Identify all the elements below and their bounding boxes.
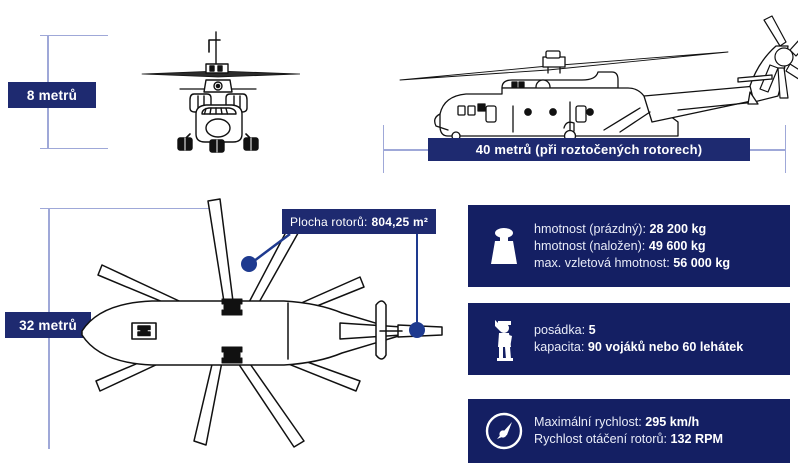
crew-row-crew: posádka: 5 (534, 322, 743, 339)
callout-dot-tail (409, 322, 425, 338)
height-dimension-tick-top (40, 35, 108, 36)
callout-stem-vertical (416, 232, 418, 324)
height-label-text: 8 metrů (26, 87, 78, 103)
weight-icon (478, 220, 530, 272)
weight-row-empty: hmotnost (prázdný): 28 200 kg (534, 221, 730, 238)
rotor-area-callout: Plocha rotorů: 804,25 m² (282, 209, 436, 234)
width-label-chip: 32 metrů (5, 312, 91, 338)
soldier-icon (478, 313, 530, 365)
panel-speed[interactable]: Maximální rychlost: 295 km/h Rychlost ot… (468, 399, 790, 463)
length-dimension-tick-left (383, 125, 384, 173)
weight-row-max-takeoff: max. vzletová hmotnost: 56 000 kg (534, 255, 730, 272)
weight-empty-label: hmotnost (prázdný): (534, 221, 650, 236)
callout-stem-diagonal (249, 233, 291, 265)
panel-weight-text: hmotnost (prázdný): 28 200 kg hmotnost (… (530, 221, 730, 272)
capacity-label: kapacita: (534, 340, 588, 354)
infographic-canvas: 8 metrů (5, 15, 798, 463)
side-view-helicopter (399, 15, 798, 140)
height-label-chip: 8 metrů (8, 82, 96, 108)
front-view-helicopter (141, 31, 300, 153)
rotor-speed-value: 132 RPM (670, 432, 724, 446)
weight-loaded-label: hmotnost (naložen): (534, 238, 649, 253)
panel-speed-text: Maximální rychlost: 295 km/h Rychlost ot… (530, 414, 723, 448)
weight-max-value: 56 000 kg (673, 255, 731, 270)
length-label-text: 40 metrů (při roztočených rotorech) (475, 142, 703, 157)
crew-label: posádka: (534, 323, 589, 337)
weight-empty-value: 28 200 kg (649, 221, 707, 236)
weight-max-label: max. vzletová hmotnost: (534, 255, 674, 270)
max-speed-label: Maximální rychlost: (534, 415, 646, 429)
width-label-text: 32 metrů (19, 317, 77, 333)
rotor-area-label: Plocha rotorů: (290, 214, 368, 229)
panel-crew[interactable]: posádka: 5 kapacita: 90 vojáků nebo 60 l… (468, 303, 790, 375)
height-dimension-tick-bottom (40, 148, 108, 149)
length-label-chip: 40 metrů (při roztočených rotorech) (428, 138, 750, 161)
rotor-speed-label: Rychlost otáčení rotorů: (534, 432, 671, 446)
weight-row-loaded: hmotnost (naložen): 49 600 kg (534, 238, 730, 255)
weight-loaded-value: 49 600 kg (648, 238, 706, 253)
panel-crew-text: posádka: 5 kapacita: 90 vojáků nebo 60 l… (530, 322, 743, 356)
crew-row-capacity: kapacita: 90 vojáků nebo 60 lehátek (534, 339, 743, 356)
panel-weight[interactable]: hmotnost (prázdný): 28 200 kg hmotnost (… (468, 205, 790, 287)
max-speed-value: 295 km/h (645, 415, 700, 429)
width-dimension-tick-top (40, 208, 220, 209)
callout-dot-rotor (241, 256, 257, 272)
length-dimension-tick-right (785, 125, 786, 173)
rotor-area-value: 804,25 m² (371, 214, 429, 229)
speed-row-rotor: Rychlost otáčení rotorů: 132 RPM (534, 431, 723, 448)
crew-value: 5 (588, 323, 596, 337)
top-view-helicopter (81, 198, 443, 448)
capacity-value: 90 vojáků nebo 60 lehátek (587, 340, 744, 354)
speed-row-max: Maximální rychlost: 295 km/h (534, 414, 723, 431)
speedometer-icon (478, 405, 530, 457)
